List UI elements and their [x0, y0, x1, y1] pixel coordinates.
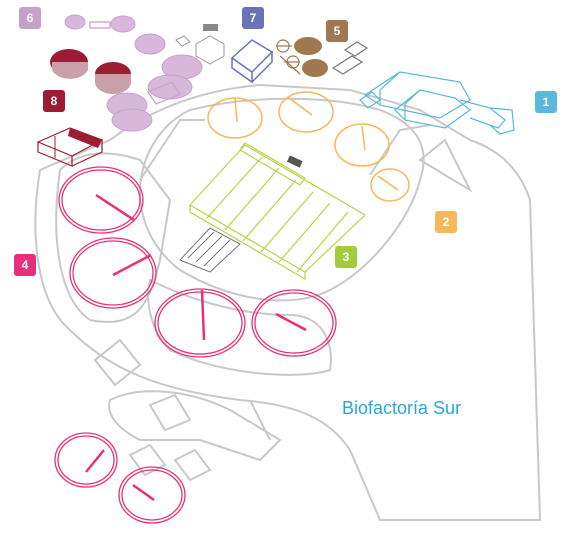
primary-settlers [207, 91, 410, 202]
pump-station [175, 35, 225, 65]
cogeneration-building [36, 127, 104, 167]
gas-holders [276, 37, 369, 77]
zone-badge-3: 3 [335, 246, 357, 268]
zone-badge-4: 4 [14, 254, 36, 276]
pretreatment-building [359, 71, 515, 135]
anaerobic-digesters [50, 49, 131, 94]
site-roads [34, 83, 542, 521]
zone-badge-7: 7 [242, 7, 264, 29]
site-title: Biofactoría Sur [342, 398, 462, 418]
biological-reactors [189, 142, 366, 281]
zone-badge-2: 2 [435, 211, 457, 233]
zone-badge-1: 1 [535, 91, 557, 113]
zone-badge-5: 5 [326, 20, 348, 42]
zone-badge-8: 8 [43, 90, 65, 112]
blower-house [286, 155, 303, 168]
sludge-thickeners [64, 14, 203, 132]
secondary-clarifiers [54, 166, 337, 524]
gatehouse [203, 24, 218, 31]
zone-badge-6: 6 [19, 7, 41, 29]
thickener-house [147, 81, 181, 105]
distribution-chamber [179, 227, 241, 273]
thickener-pipe [89, 21, 111, 29]
control-building [230, 39, 274, 84]
